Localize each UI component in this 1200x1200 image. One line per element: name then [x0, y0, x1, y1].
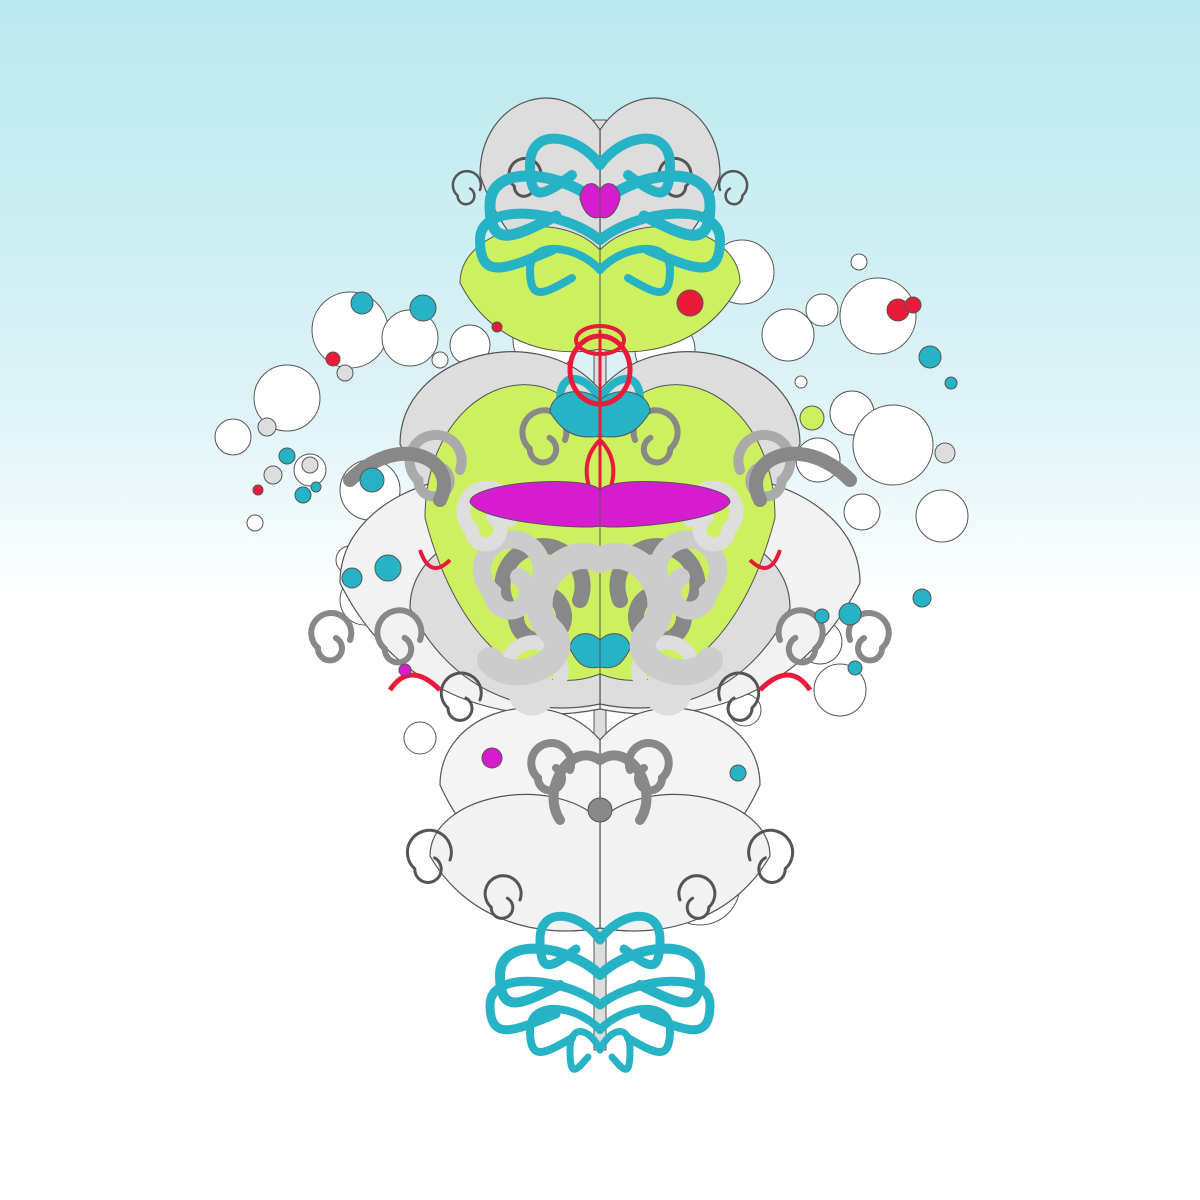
magenta-leaf — [599, 481, 731, 528]
teal-flourish — [595, 208, 726, 273]
gray-bubble — [336, 364, 354, 382]
teal-flourish — [494, 943, 605, 1008]
teal-flourish — [535, 911, 605, 970]
teal-bubble — [847, 660, 863, 676]
gray-scroll — [477, 543, 613, 686]
small-bubble — [431, 351, 449, 369]
teal-bubble — [409, 294, 437, 322]
scroll-curl — [717, 169, 749, 206]
bubble — [805, 293, 839, 327]
red-curl — [387, 672, 442, 692]
bubble — [839, 277, 917, 355]
bubble — [311, 291, 389, 369]
small-bubble — [794, 375, 808, 389]
leaf-mass — [429, 793, 601, 932]
bubble — [253, 364, 321, 432]
floral-ornament — [308, 97, 892, 1073]
gray-scroll — [749, 446, 857, 507]
scroll-curl — [374, 607, 425, 666]
teal-bubble — [359, 467, 385, 493]
bubble — [761, 308, 815, 362]
scroll-curl — [747, 828, 795, 884]
teal-flourish — [525, 244, 604, 296]
gray-bubble — [257, 417, 277, 437]
teal-flourish — [485, 976, 605, 1035]
small-bubble — [246, 514, 264, 532]
teal-bubble — [294, 486, 312, 504]
gray-bubble — [934, 442, 956, 464]
leaf-mass — [599, 793, 771, 932]
teal-flourish — [596, 1028, 634, 1073]
bubble — [915, 489, 969, 543]
bubble — [843, 493, 881, 531]
bubble-cluster-front — [246, 253, 958, 782]
bubble — [403, 721, 437, 755]
center-disc — [587, 797, 613, 823]
gray-scroll — [343, 446, 451, 507]
teal-bubble — [341, 567, 363, 589]
teal-flourish — [595, 133, 676, 198]
teal-flourish — [594, 170, 716, 241]
gray-scroll — [548, 750, 605, 825]
teal-bubble — [350, 291, 374, 315]
scroll-curl — [775, 607, 826, 666]
scroll-curl — [677, 874, 717, 920]
red-bubble — [325, 351, 341, 367]
red-curl — [758, 672, 813, 692]
teal-flourish — [595, 911, 665, 970]
scroll-curl — [472, 530, 551, 620]
red-bubble — [491, 321, 503, 333]
teal-flourish — [474, 208, 605, 273]
scroll-curl — [308, 610, 355, 664]
scroll-curl — [717, 671, 761, 722]
scroll-curl — [439, 671, 483, 722]
teal-bubble — [838, 602, 862, 626]
teal-flourish — [524, 133, 605, 198]
teal-bubble — [912, 588, 932, 608]
scroll-curl — [649, 530, 728, 620]
gray-bubble — [301, 456, 319, 474]
gray-scroll — [595, 750, 652, 825]
teal-bubble — [918, 345, 942, 369]
lime-bubble — [799, 405, 825, 431]
magenta-bubble — [481, 747, 503, 769]
teal-flourish — [525, 1004, 604, 1056]
teal-bubble — [374, 554, 402, 582]
magenta-leaf — [469, 481, 601, 528]
red-bubble — [676, 289, 704, 317]
magenta-leaf — [579, 183, 601, 219]
teal-flourish — [595, 943, 706, 1008]
gray-scroll — [587, 543, 723, 686]
bubble — [214, 418, 252, 456]
scroll-curl — [483, 874, 523, 920]
teal-bubble — [944, 376, 958, 390]
red-curl — [418, 549, 452, 570]
teal-bubble — [310, 481, 322, 493]
red-bubble — [252, 484, 264, 496]
bubble — [813, 663, 867, 717]
teal-bubble — [278, 447, 296, 465]
bubble — [852, 404, 934, 486]
gray-bubble — [263, 465, 283, 485]
scroll-curl — [451, 169, 483, 206]
small-bubble — [850, 253, 868, 271]
magenta-bubble — [398, 663, 412, 677]
teal-flourish — [566, 1028, 604, 1073]
teal-flourish — [596, 1004, 675, 1056]
teal-bubble — [729, 764, 747, 782]
scroll-curl — [405, 828, 453, 884]
red-curl — [748, 549, 782, 570]
teal-flourish — [595, 976, 715, 1035]
teal-flourish — [484, 170, 606, 241]
teal-bubble — [814, 608, 830, 624]
red-bubble — [904, 296, 922, 314]
teal-flourish — [596, 244, 675, 296]
magenta-leaf — [599, 183, 621, 219]
